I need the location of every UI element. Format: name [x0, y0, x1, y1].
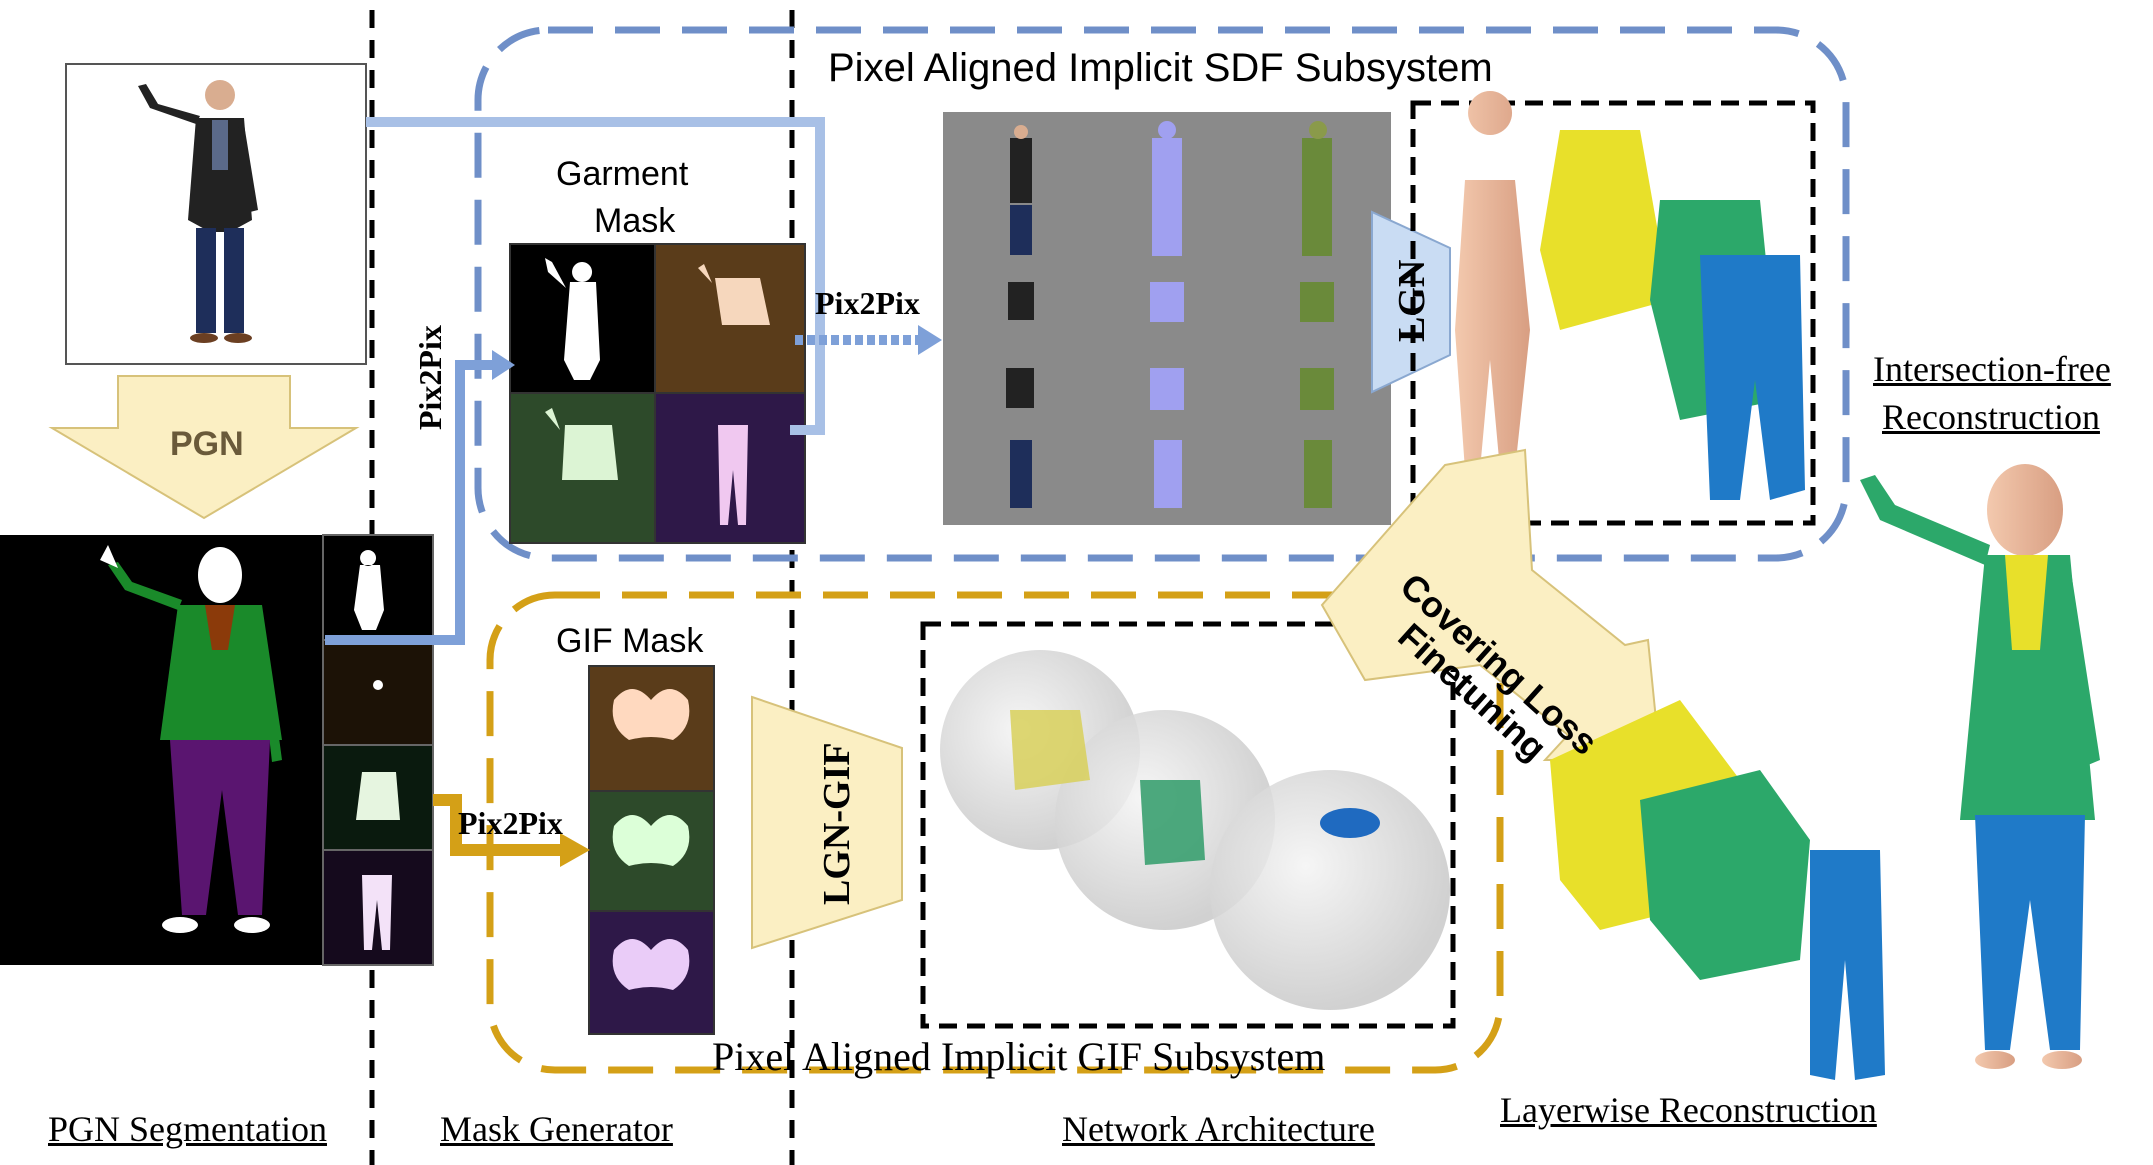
- lgn-label: LGN: [1391, 259, 1433, 342]
- pgn-arrow: [48, 375, 360, 520]
- gif-subsystem-frame: [486, 591, 1504, 1074]
- sdf-result-box: [1410, 100, 1816, 526]
- gif-mask-caption: GIF Mask: [556, 622, 704, 660]
- lgn-gif-block: [751, 695, 903, 950]
- layerwise-reconstruction-label: Layerwise Reconstruction: [1500, 1090, 1877, 1130]
- pgn-block-label: PGN: [170, 425, 244, 463]
- layered-garments-top: [1455, 91, 1805, 500]
- arrow-head-to-normals: [918, 325, 942, 355]
- segmentation-parts-column: [322, 534, 434, 966]
- intersection-free-label-line2: Reconstruction: [1882, 397, 2100, 437]
- network-architecture-label: Network Architecture: [1062, 1109, 1375, 1149]
- garment-mask-grid: [509, 243, 806, 544]
- arrow-head-to-garment-mask: [492, 350, 515, 380]
- sdf-subsystem-frame: [474, 26, 1850, 562]
- gif-result-box: [920, 621, 1456, 1029]
- normal-map-figures: [1006, 121, 1334, 508]
- segmentation-figure: [100, 545, 282, 933]
- garment-mask-caption-line1: Garment: [556, 155, 689, 193]
- gold-routing-arrow: [433, 794, 565, 856]
- final-reconstruction-figure: [1860, 464, 2100, 1069]
- gif-spheres: [940, 650, 1450, 1010]
- blue-routing-arrows: [325, 117, 920, 645]
- garment-mask-caption-line2: Mask: [594, 202, 676, 240]
- mask-generator-label: Mask Generator: [440, 1109, 673, 1149]
- arrow-head-to-gif-mask: [560, 833, 590, 867]
- pgn-segmentation-label: PGN Segmentation: [48, 1109, 327, 1149]
- layerwise-reconstruction-figure: [1550, 700, 1885, 1080]
- sdf-subsystem-title: Pixel Aligned Implicit SDF Subsystem: [828, 46, 1493, 90]
- gif-mask-column: [588, 665, 715, 1035]
- intersection-free-label-line1: Intersection-free: [1873, 349, 2111, 389]
- pix2pix-vertical-label: Pix2Pix: [412, 325, 448, 430]
- pix2pix-bottom-label: Pix2Pix: [458, 805, 563, 841]
- input-person-photo: [138, 80, 258, 343]
- pix2pix-top-label: Pix2Pix: [815, 285, 920, 321]
- lgn-gif-label: LGN-GIF: [816, 742, 858, 905]
- gif-subsystem-title: Pixel Aligned Implicit GIF Subsystem: [712, 1034, 1326, 1079]
